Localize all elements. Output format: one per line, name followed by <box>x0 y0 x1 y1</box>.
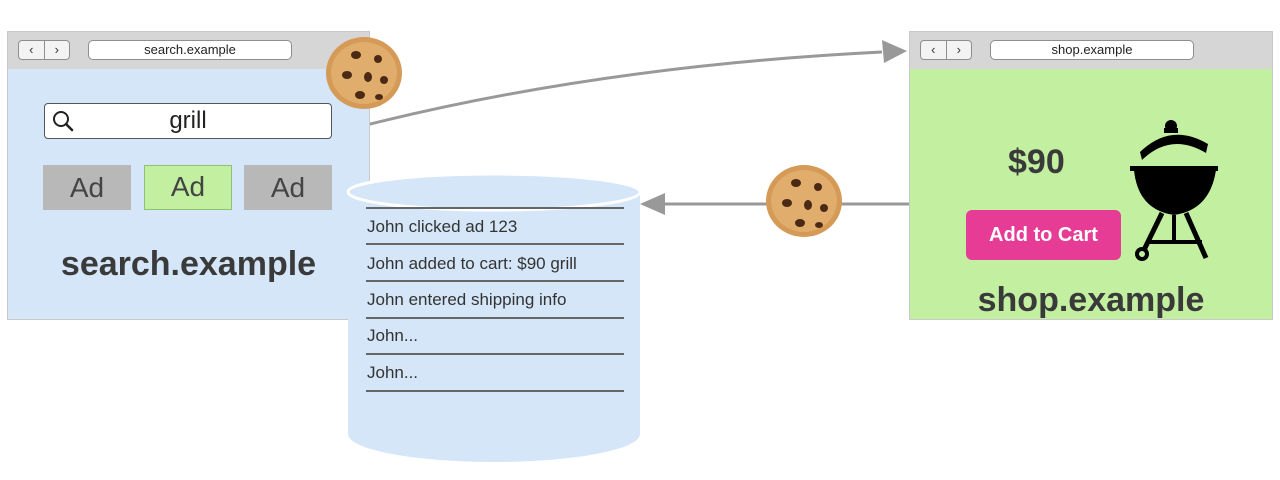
ad-click-arrowhead <box>882 40 907 63</box>
search-icon <box>53 111 74 132</box>
search-site-name: search.example <box>60 245 317 283</box>
shop-page: $90 Add to Cart shop.example <box>910 69 1272 319</box>
back-button[interactable]: ‹ <box>29 42 34 57</box>
forward-button[interactable]: › <box>945 41 972 59</box>
shop-nav-buttons: ‹ › <box>920 40 972 60</box>
search-url-bar[interactable]: search.example <box>88 40 292 60</box>
log-row: John... <box>367 363 419 382</box>
shop-site-name: shop.example <box>977 281 1205 319</box>
shop-browser-toolbar: ‹ › shop.example <box>910 32 1272 69</box>
database-icon <box>346 172 642 462</box>
shop-url-bar[interactable]: shop.example <box>990 40 1194 60</box>
back-button[interactable]: ‹ <box>931 42 936 57</box>
forward-button[interactable]: › <box>43 41 70 59</box>
add-to-cart-button[interactable]: Add to Cart <box>966 210 1121 260</box>
ad-slot-1[interactable]: Ad <box>43 165 131 210</box>
search-query: grill <box>169 107 207 134</box>
search-browser-window: ‹ › search.example grill Ad Ad Ad search… <box>7 31 370 320</box>
search-page: grill Ad Ad Ad search.example <box>8 69 369 319</box>
ad-slot-2-clicked[interactable]: Ad <box>144 165 232 210</box>
log-row: John added to cart: $90 grill <box>367 254 577 273</box>
log-row: John entered shipping info <box>367 290 567 309</box>
log-row: John... <box>367 326 419 345</box>
product-price: $90 <box>1008 143 1065 181</box>
ad-slot-3[interactable]: Ad <box>244 165 332 210</box>
cookie-icon <box>766 165 842 237</box>
cookie-icon <box>326 37 402 109</box>
tracking-arrowhead <box>640 193 665 215</box>
search-nav-buttons: ‹ › <box>18 40 70 60</box>
search-browser-toolbar: ‹ › search.example <box>8 32 369 69</box>
shop-browser-window: ‹ › shop.example $90 Add to Cart shop.ex… <box>909 31 1273 320</box>
search-input[interactable]: grill <box>44 103 332 139</box>
log-row: John clicked ad 123 <box>367 217 518 236</box>
grill-icon <box>1130 120 1218 261</box>
